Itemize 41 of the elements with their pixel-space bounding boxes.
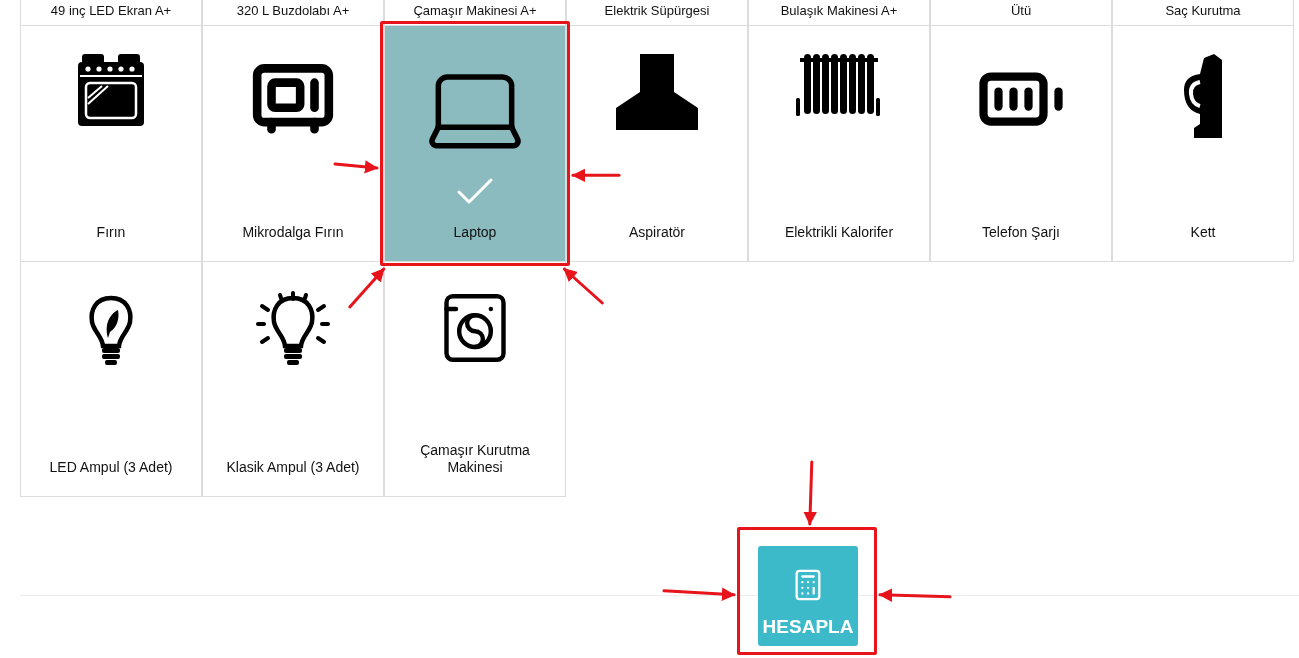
appliance-card <box>748 25 930 262</box>
appliance-card <box>20 261 202 497</box>
appliance-label: Fırın <box>95 224 127 241</box>
arrow <box>348 267 386 309</box>
calculate-button: HESAPLA <box>758 546 858 646</box>
appliance-card <box>1112 0 1294 26</box>
appliance-card <box>202 261 384 497</box>
appliance-label: 49 inç LED Ekran A+ <box>49 2 173 19</box>
appliance-label: Elektrikli Kalorifer <box>783 224 895 241</box>
arrow <box>878 588 952 602</box>
appliance-label: Kett <box>1189 224 1217 241</box>
appliance-card <box>930 0 1112 26</box>
appliance-label: Elektrik Süpürgesi <box>603 2 711 19</box>
appliance-label: Telefon Şarjı <box>981 224 1061 241</box>
appliance-label: Laptop <box>452 224 498 241</box>
appliance-label: Klasik Ampul (3 Adet) <box>225 459 361 476</box>
appliance-card <box>566 25 748 262</box>
appliance-card <box>748 0 930 26</box>
appliance-label: Çamaşır Kurutma Makinesi <box>419 442 531 476</box>
appliance-card <box>384 0 566 26</box>
appliance-card <box>566 0 748 26</box>
arrow <box>571 168 621 183</box>
appliance-card <box>20 25 202 262</box>
appliance-label: Aspiratör <box>628 224 686 241</box>
appliance-label: Ütü <box>1009 2 1033 19</box>
appliance-card <box>20 0 202 26</box>
arrow <box>333 160 379 174</box>
appliance-label: 320 L Buzdolabı A+ <box>235 2 351 19</box>
appliance-card <box>202 0 384 26</box>
arrow <box>662 587 736 601</box>
appliance-label: Mikrodalga Fırın <box>241 224 345 241</box>
appliance-label: Bulaşık Makinesi A+ <box>779 2 899 19</box>
appliance-label: Çamaşır Makinesi A+ <box>412 2 538 19</box>
arrow <box>803 460 817 526</box>
appliance-card <box>202 25 384 262</box>
appliance-card <box>1112 25 1294 262</box>
appliance-card <box>384 261 566 497</box>
appliance-card <box>930 25 1112 262</box>
appliance-label: Saç Kurutma <box>1164 2 1242 19</box>
appliance-label: LED Ampul (3 Adet) <box>48 459 174 476</box>
arrow <box>562 267 604 305</box>
